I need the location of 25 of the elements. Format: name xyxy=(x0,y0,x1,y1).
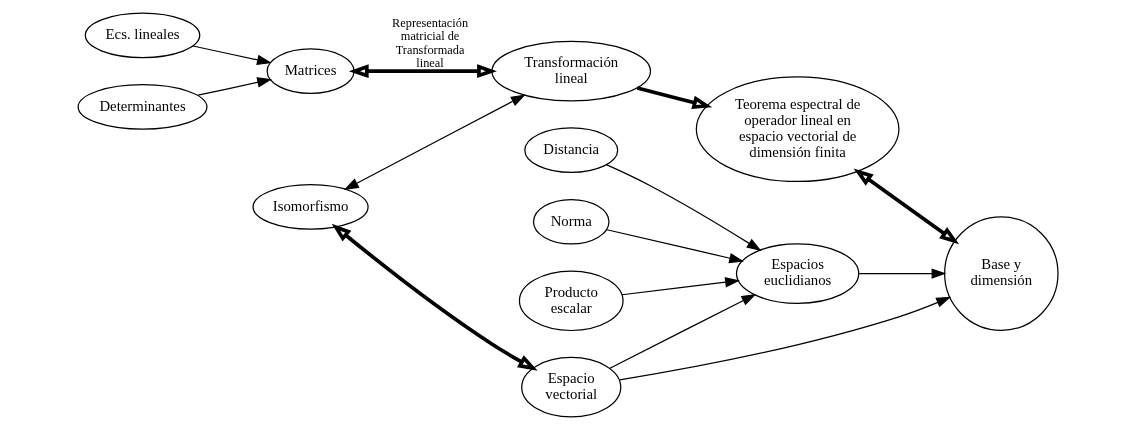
node-circle: Base y dimensión xyxy=(943,216,1059,331)
arrow xyxy=(196,77,272,96)
node-ellipse: Distancia xyxy=(523,127,618,173)
arrow xyxy=(636,86,712,110)
node-ellipse: Norma xyxy=(532,198,610,245)
node-ellipse: Transformación lineal xyxy=(490,40,651,102)
arrow xyxy=(605,164,761,252)
node-ellipse: Matrices xyxy=(266,48,355,94)
arrow xyxy=(621,277,740,296)
arrow xyxy=(858,268,946,279)
node-ellipse: Ecs. lineales xyxy=(84,12,200,59)
node-ellipse: Determinantes xyxy=(77,84,208,130)
arrow xyxy=(605,229,744,264)
edge-label: Representación matricial de Transformada lineal xyxy=(391,15,468,71)
arrow xyxy=(191,45,272,65)
arrow xyxy=(348,64,497,79)
node-ellipse: Espacio vectorial xyxy=(520,356,621,418)
node-ellipse: Teorema espectral de operador lineal en espacio vectorial de dimensión finita xyxy=(695,76,900,183)
arrow xyxy=(331,223,538,371)
node-ellipse: Producto escalar xyxy=(518,270,624,332)
arrow xyxy=(343,94,526,191)
node-ellipse: Isomorfismo xyxy=(251,184,369,230)
arrow xyxy=(618,296,951,381)
arrow xyxy=(853,168,959,245)
arrow xyxy=(608,293,756,369)
